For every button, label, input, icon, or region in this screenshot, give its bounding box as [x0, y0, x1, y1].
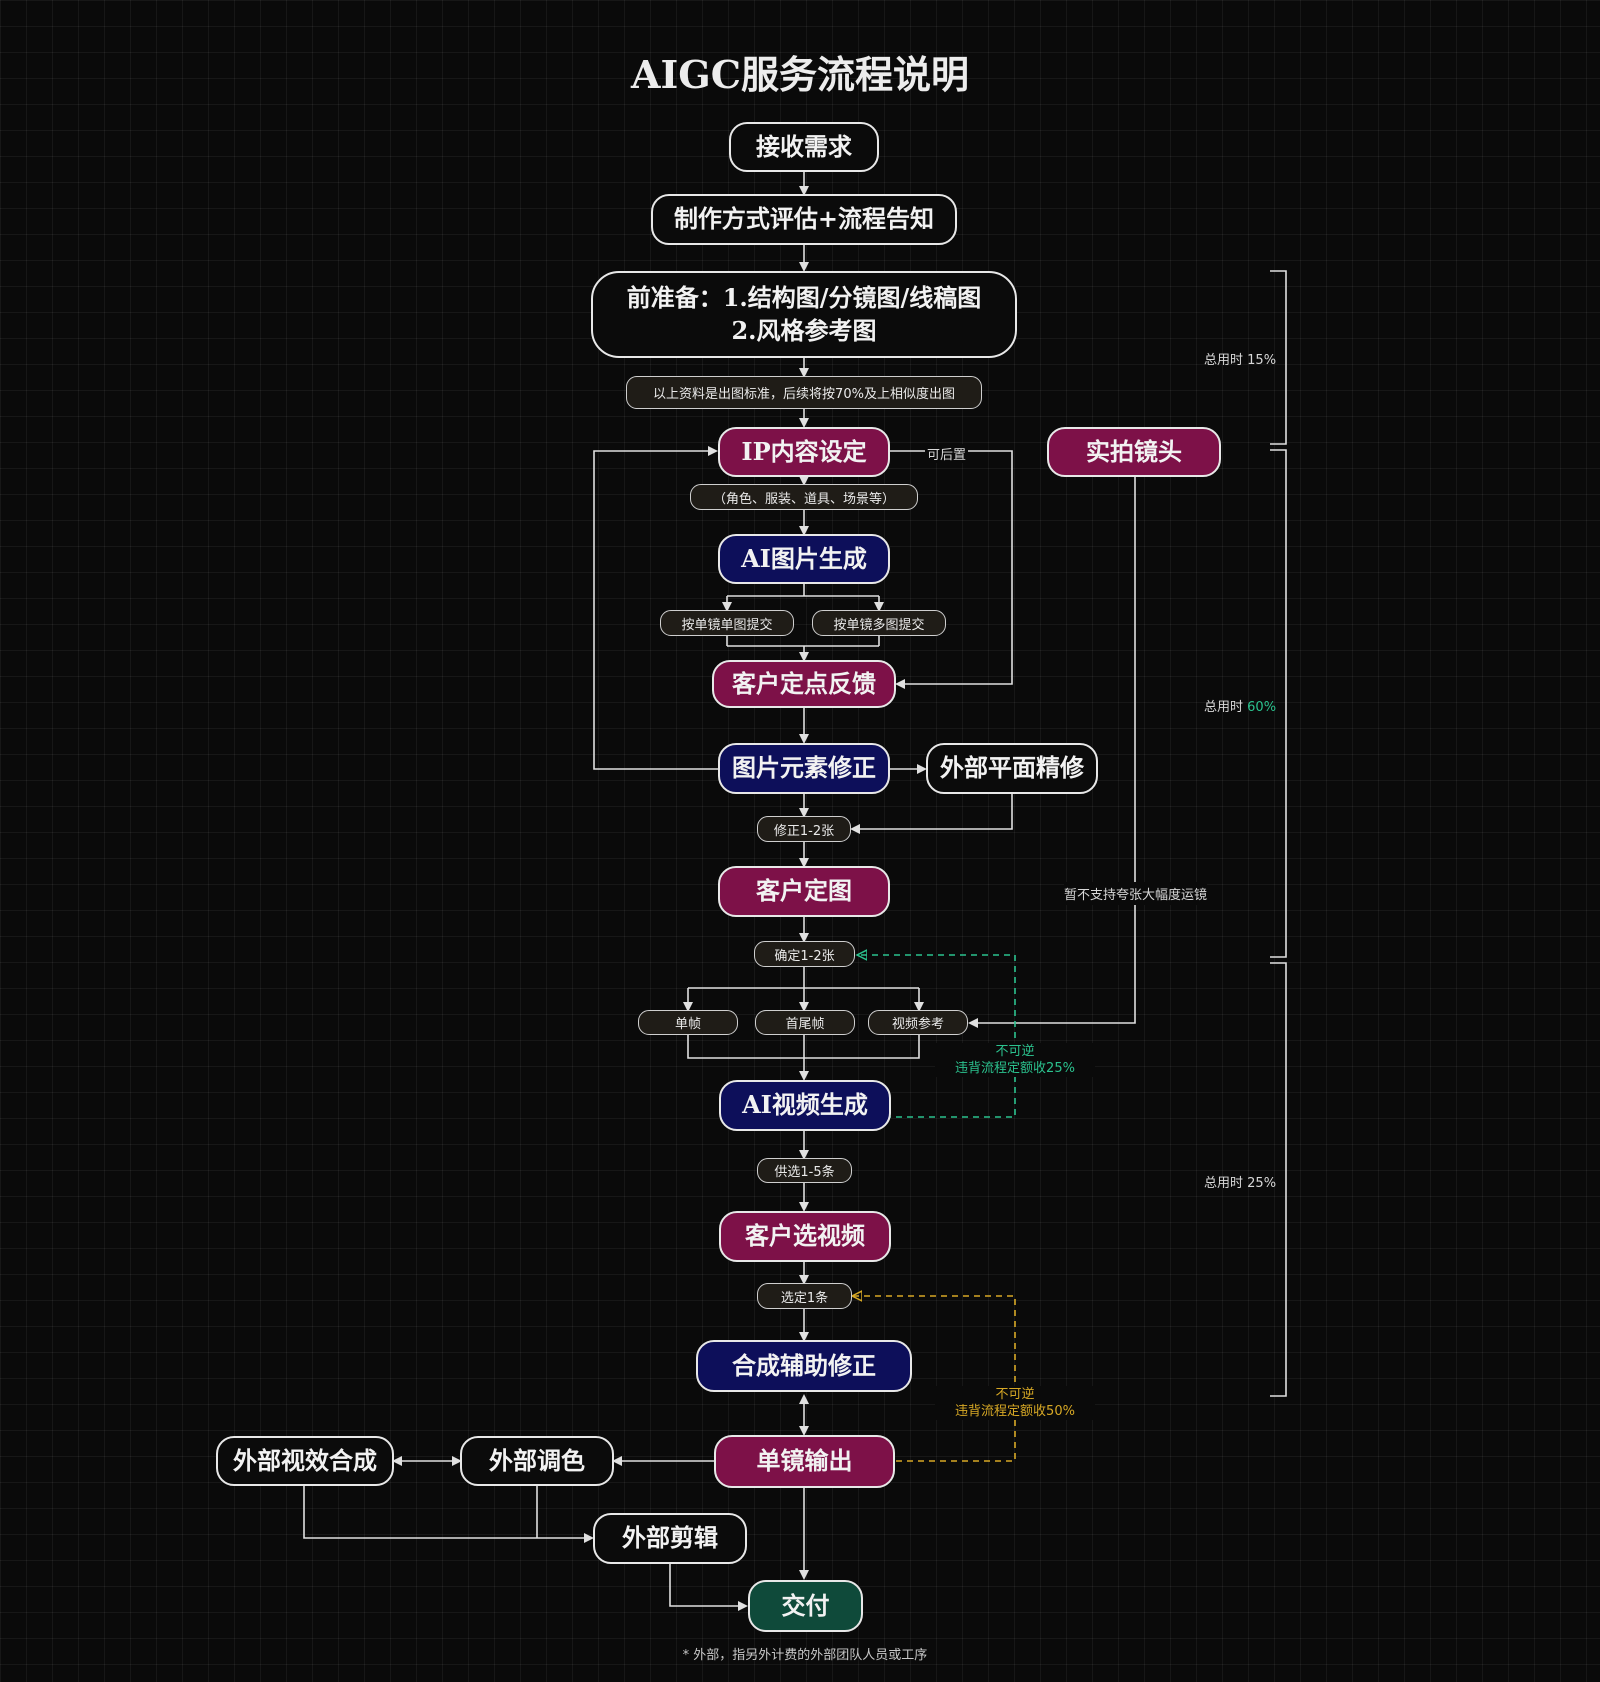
- pill-fix-count: 修正1-2张: [757, 816, 851, 842]
- pill-multi-image: 按单镜多图提交: [812, 610, 946, 636]
- label-time-15: 总用时 15%: [1204, 349, 1276, 368]
- label-no-large-camera: 暂不支持夸张大幅度运镜: [1064, 882, 1208, 905]
- node-composite-fix[interactable]: 合成辅助修正: [696, 1340, 912, 1392]
- page-title: AIGC服务流程说明: [631, 52, 969, 97]
- node-external-retouch[interactable]: 外部平面精修: [926, 743, 1098, 794]
- node-receive-request[interactable]: 接收需求: [729, 122, 879, 172]
- arrow-edit-delivery: [669, 1564, 748, 1611]
- node-live-shot[interactable]: 实拍镜头: [1047, 427, 1221, 477]
- node-ai-image[interactable]: AI图片生成: [718, 534, 890, 584]
- time-prefix: 总用时: [1204, 353, 1244, 368]
- node-shot-output[interactable]: 单镜输出: [714, 1435, 895, 1488]
- dashed-irreversible-50: [852, 1296, 1016, 1462]
- node-client-select-video[interactable]: 客户选视频: [719, 1211, 891, 1262]
- label-irreversible-25: 不可逆 违背流程定额收25%: [935, 1043, 1095, 1077]
- node-preparation[interactable]: 前准备：1.结构图/分镜图/线稿图 2.风格参考图: [591, 271, 1017, 358]
- node-delivery[interactable]: 交付: [748, 1580, 863, 1632]
- node-ip-content[interactable]: IP内容设定: [718, 427, 890, 477]
- footnote: * 外部，指另外计费的外部团队人员或工序: [682, 1648, 928, 1663]
- penalty-25-text: 违背流程定额收25%: [955, 1061, 1075, 1076]
- pill-first-last-frame: 首尾帧: [755, 1010, 855, 1035]
- time-prefix: 总用时: [1204, 1176, 1244, 1191]
- penalty-50-text: 违背流程定额收50%: [955, 1404, 1075, 1419]
- node-external-vfx[interactable]: 外部视效合成: [216, 1436, 394, 1486]
- time-value: 15%: [1247, 353, 1277, 368]
- node-ai-video[interactable]: AI视频生成: [719, 1080, 891, 1131]
- label-time-25: 总用时 25%: [1204, 1172, 1276, 1191]
- time-value: 25%: [1247, 1176, 1277, 1191]
- label-time-60: 总用时 60%: [1204, 696, 1276, 715]
- preparation-line-1: 前准备：1.结构图/分镜图/线稿图: [626, 283, 982, 313]
- label-can-defer: 可后置: [925, 444, 969, 463]
- node-external-grading[interactable]: 外部调色: [460, 1436, 614, 1486]
- node-client-confirm[interactable]: 客户定图: [718, 866, 890, 917]
- irreversible-text: 不可逆: [995, 1387, 1035, 1402]
- bracket-15: [1270, 270, 1287, 445]
- time-value: 60%: [1247, 700, 1277, 715]
- node-evaluate-method[interactable]: 制作方式评估+流程告知: [651, 194, 957, 245]
- arrow-liveshot-videoref: [968, 476, 1136, 1028]
- irreversible-text: 不可逆: [995, 1044, 1035, 1059]
- arrow-retouch-fixcount: [850, 794, 1013, 834]
- pill-offer-count: 供选1-5条: [757, 1158, 852, 1183]
- pill-ip-detail: （角色、服装、道具、场景等）: [690, 484, 918, 510]
- preparation-line-2: 2.风格参考图: [731, 315, 877, 345]
- pill-select-count: 选定1条: [757, 1283, 852, 1309]
- time-prefix: 总用时: [1204, 700, 1244, 715]
- loop-fix-to-ip: [593, 446, 718, 770]
- pill-single-frame: 单帧: [638, 1010, 738, 1035]
- node-image-fix[interactable]: 图片元素修正: [718, 743, 890, 794]
- line-vfx-edit: [303, 1486, 594, 1543]
- pill-single-image: 按单镜单图提交: [660, 610, 794, 636]
- dashed-irreversible-25: [852, 955, 1016, 1118]
- pill-confirm-count: 确定1-2张: [754, 941, 855, 967]
- bracket-25: [1270, 962, 1287, 1397]
- label-irreversible-50: 不可逆 违背流程定额收50%: [935, 1386, 1095, 1420]
- bracket-60: [1270, 449, 1287, 958]
- node-client-feedback[interactable]: 客户定点反馈: [712, 660, 896, 708]
- pill-standard-note: 以上资料是出图标准，后续将按70%及上相似度出图: [626, 376, 982, 409]
- pill-video-reference: 视频参考: [868, 1010, 968, 1035]
- node-external-edit[interactable]: 外部剪辑: [593, 1513, 747, 1564]
